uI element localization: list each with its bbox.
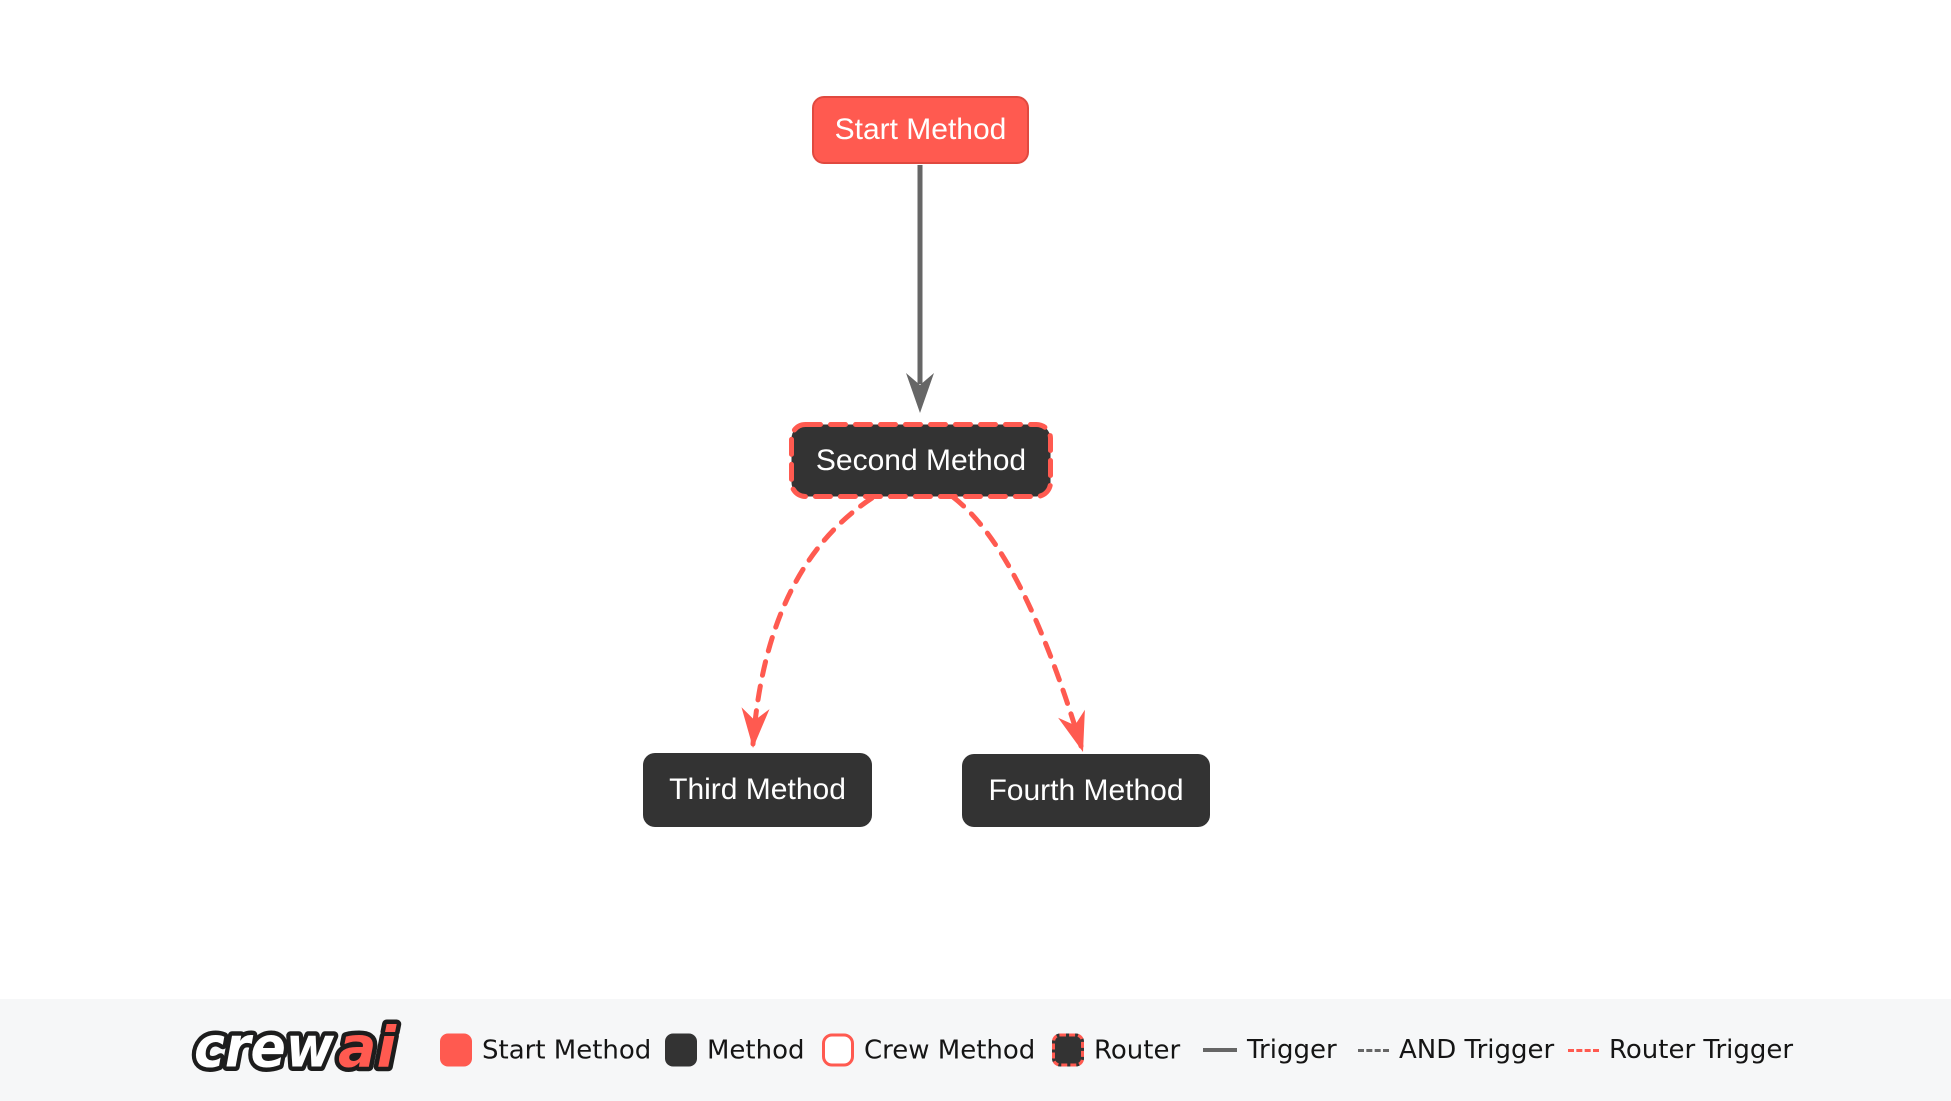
arrowhead-red-right bbox=[1058, 709, 1085, 752]
logo-text-ai: ai bbox=[338, 1016, 397, 1081]
legend-label: Start Method bbox=[482, 1035, 652, 1065]
edge-router-trigger-right bbox=[950, 494, 1085, 752]
legend-item-start-method: Start Method bbox=[440, 1033, 652, 1067]
legend-item-router-trigger: Router Trigger bbox=[1568, 1035, 1793, 1065]
legend-label: Router Trigger bbox=[1609, 1035, 1794, 1065]
and-trigger-line-swatch bbox=[1358, 1048, 1389, 1052]
start-method-swatch bbox=[440, 1033, 472, 1067]
edge-router-trigger-left bbox=[741, 495, 875, 748]
node-label: Fourth Method bbox=[988, 773, 1184, 807]
legend-label: Method bbox=[707, 1035, 805, 1065]
legend-item-router: Router bbox=[1052, 1033, 1181, 1067]
legend-bar: crew ai Start Method Method Crew Method … bbox=[0, 999, 1951, 1101]
legend-label: Crew Method bbox=[864, 1035, 1036, 1065]
node-label: Third Method bbox=[669, 773, 846, 806]
legend-item-trigger: Trigger bbox=[1203, 1035, 1337, 1065]
node-third-method[interactable]: Third Method bbox=[643, 753, 872, 827]
legend-label: AND Trigger bbox=[1399, 1035, 1555, 1065]
edge-trigger bbox=[906, 165, 934, 413]
arrowhead-red-left bbox=[741, 707, 770, 748]
router-trigger-line-swatch bbox=[1568, 1048, 1599, 1052]
node-second-method-router[interactable]: Second Method bbox=[789, 422, 1053, 499]
router-swatch bbox=[1052, 1033, 1084, 1067]
legend-item-crew-method: Crew Method bbox=[822, 1033, 1036, 1067]
node-fourth-method[interactable]: Fourth Method bbox=[962, 754, 1210, 827]
method-swatch bbox=[665, 1033, 697, 1067]
legend-label: Router bbox=[1094, 1035, 1181, 1065]
arrowhead-gray bbox=[906, 373, 934, 413]
node-label: Start Method bbox=[834, 113, 1007, 146]
trigger-line-swatch bbox=[1203, 1048, 1237, 1052]
legend-item-and-trigger: AND Trigger bbox=[1358, 1035, 1554, 1065]
legend-label: Trigger bbox=[1247, 1035, 1337, 1065]
node-start-method[interactable]: Start Method bbox=[812, 96, 1029, 164]
crewai-logo: crew ai bbox=[190, 1011, 405, 1087]
legend-item-method: Method bbox=[665, 1033, 805, 1067]
crew-method-swatch bbox=[822, 1033, 854, 1067]
logo-text-crew: crew bbox=[194, 1016, 334, 1081]
node-label: Second Method bbox=[815, 443, 1027, 477]
